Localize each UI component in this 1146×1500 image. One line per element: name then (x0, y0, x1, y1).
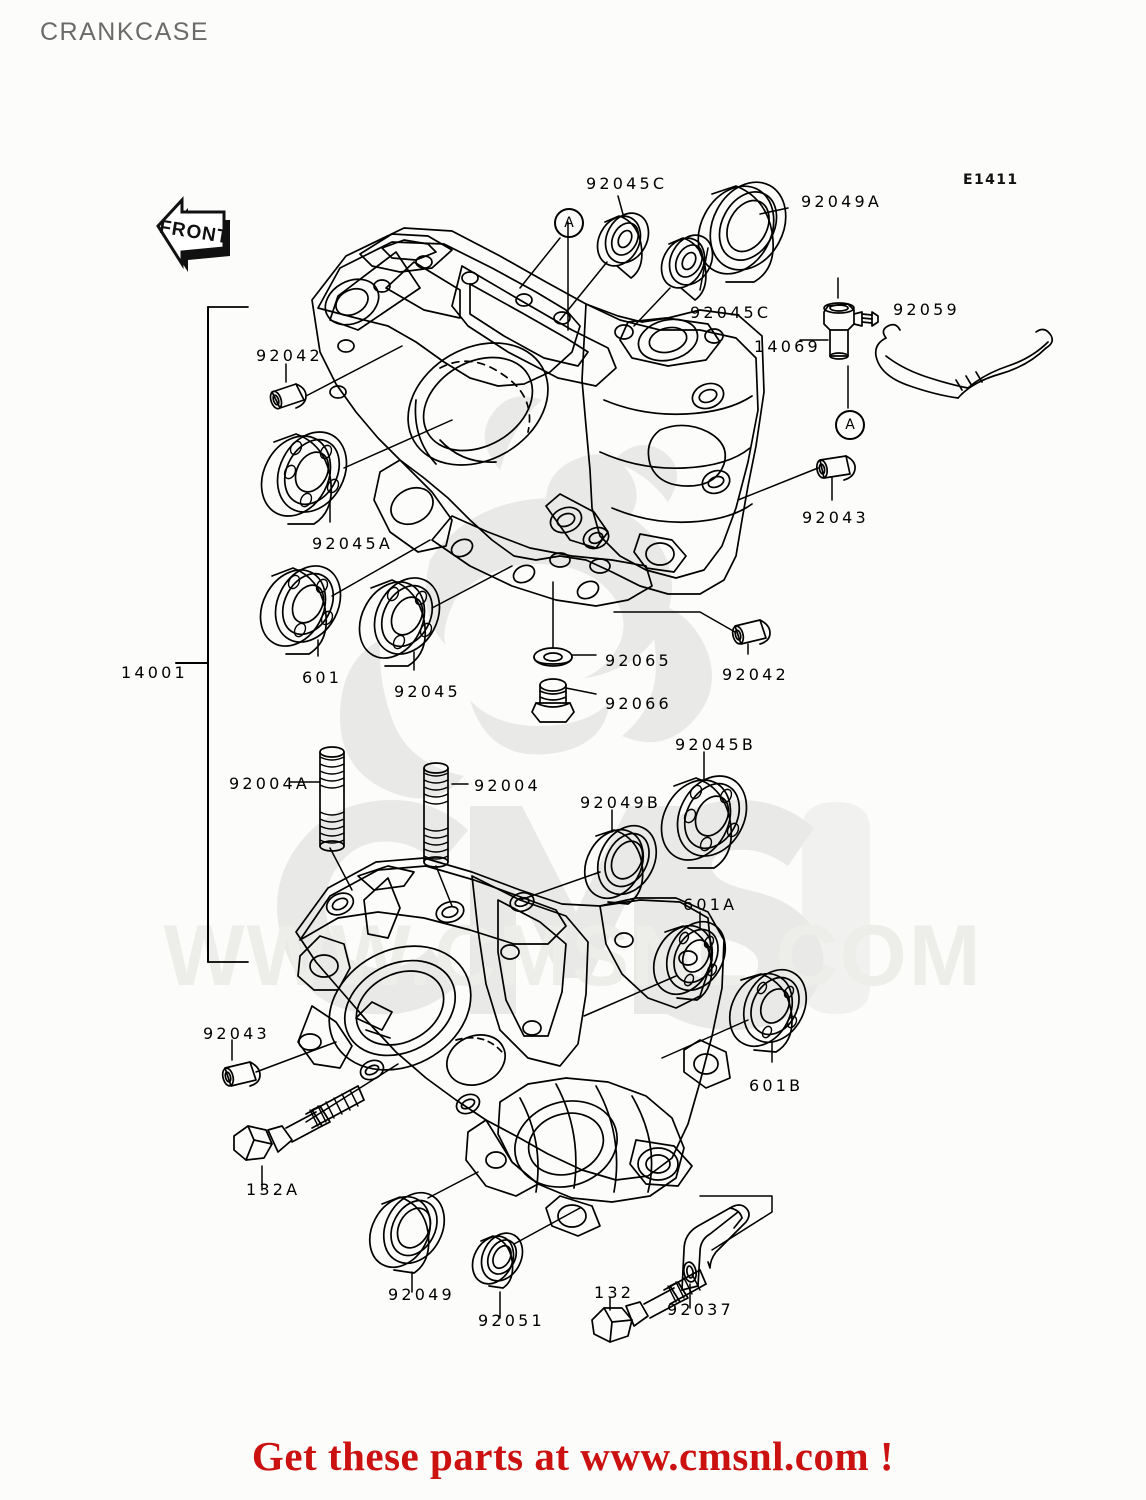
part-label-92049: 92049 (388, 1285, 455, 1304)
part-92049 (368, 1191, 446, 1274)
part-92045C-upper (596, 212, 650, 279)
part-label-14001: 14001 (121, 663, 188, 682)
part-92045A (260, 431, 348, 525)
part-92042-upper (269, 383, 307, 410)
part-label-132A: 132A (246, 1180, 301, 1199)
part-label-92049A: 92049A (801, 192, 883, 211)
promo-banner: Get these parts at www.cmsnl.com ! (251, 1433, 895, 1479)
part-label-601: 601 (302, 668, 343, 687)
part-601B (728, 968, 808, 1053)
part-92065 (533, 647, 573, 667)
part-92045B (660, 775, 748, 869)
callout-bubble-a-top: A (554, 208, 584, 238)
part-92004A (319, 746, 345, 852)
part-92049B (583, 824, 658, 905)
part-601 (259, 565, 342, 655)
part-label-92004A: 92004A (229, 774, 311, 793)
part-label-92037: 92037 (667, 1300, 734, 1319)
part-92051 (471, 1232, 524, 1289)
part-92066 (531, 678, 575, 723)
part-92043-upper (815, 455, 856, 481)
part-label-92059: 92059 (893, 300, 960, 319)
leader-lines (231, 195, 849, 1319)
part-92042-lower (731, 619, 771, 645)
part-label-92065: 92065 (605, 651, 672, 670)
part-132A (233, 1085, 365, 1161)
front-direction-marker: FRONT (138, 190, 234, 278)
part-label-92043-lower: 92043 (203, 1024, 270, 1043)
part-132 (591, 1269, 707, 1343)
page-title: CRANKCASE (40, 18, 210, 46)
part-label-132: 132 (594, 1283, 635, 1302)
part-label-92045C-lower: 92045C (690, 303, 772, 322)
part-92037 (681, 1204, 750, 1291)
part-label-92045A: 92045A (312, 534, 394, 553)
part-label-92051: 92051 (478, 1311, 545, 1330)
part-label-92066: 92066 (605, 694, 672, 713)
part-label-92045C-upper: 92045C (586, 174, 668, 193)
part-label-92004: 92004 (474, 776, 541, 795)
part-92004 (423, 762, 449, 868)
part-label-92045B: 92045B (675, 735, 757, 754)
part-92045 (358, 577, 441, 667)
part-label-601B: 601B (749, 1076, 804, 1095)
part-label-92045: 92045 (394, 682, 461, 701)
part-92043-lower (221, 1061, 261, 1087)
callout-bubble-a-right: A (835, 410, 865, 440)
part-14069 (823, 302, 879, 360)
part-601A (652, 920, 727, 1001)
reference-code: E1411 (963, 172, 1019, 188)
part-label-14069: 14069 (754, 337, 821, 356)
part-label-92042-lower: 92042 (722, 665, 789, 684)
part-label-92043-upper: 92043 (802, 508, 869, 527)
crankcase-upper-half (311, 227, 765, 607)
part-label-92042-upper: 92042 (256, 346, 323, 365)
part-92059 (874, 323, 1054, 399)
part-label-92049B: 92049B (580, 793, 662, 812)
assembly-bracket-14001 (175, 306, 249, 963)
part-label-601A: 601A (683, 895, 738, 914)
crankcase-lower-half (295, 857, 731, 1237)
part-92049A (697, 181, 787, 283)
